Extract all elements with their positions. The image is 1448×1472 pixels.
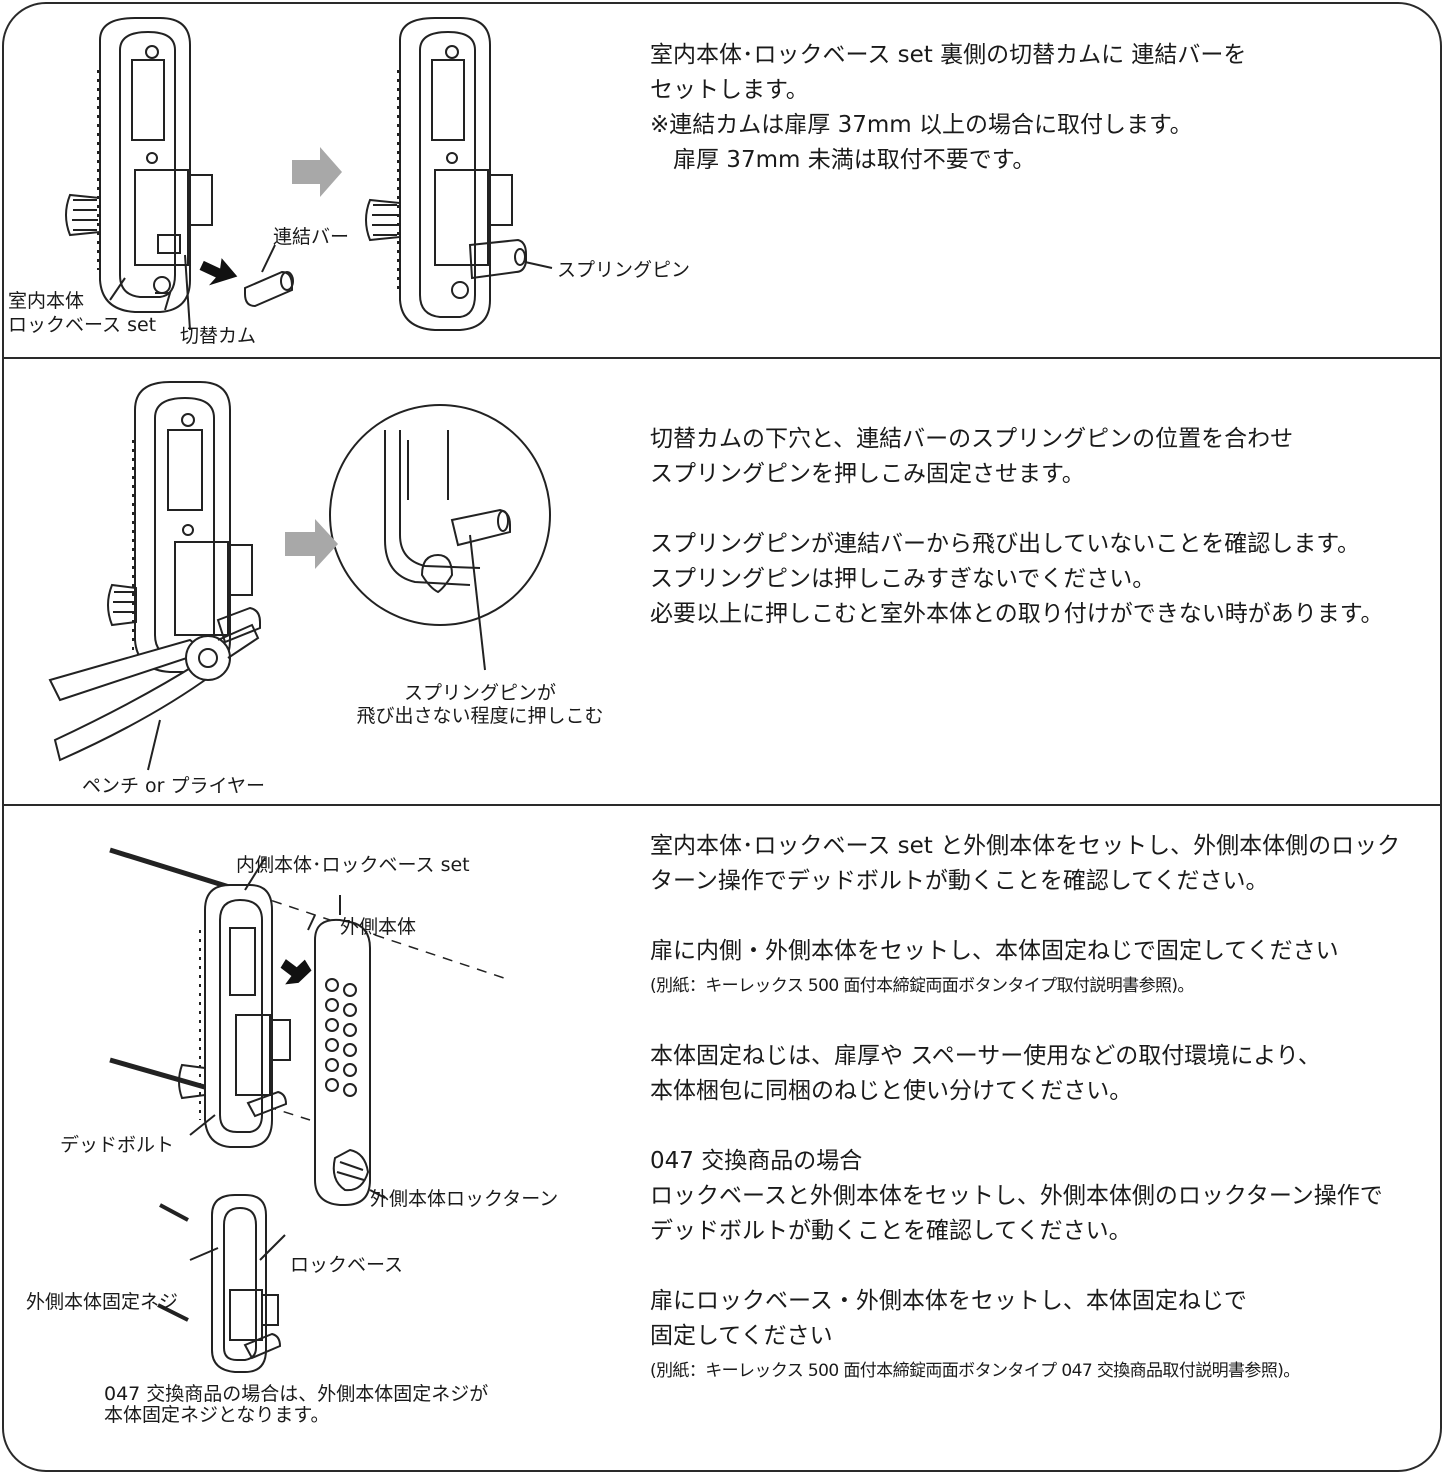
step1-illustration bbox=[65, 17, 553, 331]
step2-line: 切替カムの下穴と、連結バーのスプリングピンの位置を合わせ bbox=[650, 426, 1294, 452]
step1-line: 扉厚 37mm 未満は取付不要です。 bbox=[650, 147, 1036, 173]
step2-line: スプリングピンは押しこみすぎないでください。 bbox=[650, 566, 1156, 592]
label-inner-body: 室内本体 bbox=[8, 290, 85, 312]
label-switch-cam: 切替カム bbox=[180, 325, 257, 347]
step1-instructions: 室内本体･ロックベース set 裏側の切替カムに 連結バーを セットします。 ※… bbox=[650, 38, 1246, 178]
step3-instructions: 室内本体･ロックベース set と外側本体をセットし、外側本体側のロック ターン… bbox=[650, 829, 1400, 1389]
step1-line: 室内本体･ロックベース set 裏側の切替カムに 連結バーを bbox=[650, 42, 1247, 68]
step2-instructions: 切替カムの下穴と、連結バーのスプリングピンの位置を合わせ スプリングピンを押しこ… bbox=[650, 422, 1383, 632]
step3-illustration bbox=[109, 847, 511, 1373]
label-connecting-bar: 連結バー bbox=[273, 226, 350, 248]
label-outer-body: 外側本体 bbox=[340, 916, 417, 938]
label-lockbase: ロックベース bbox=[290, 1254, 404, 1276]
step3-line: 047 交換商品の場合 bbox=[650, 1148, 863, 1174]
step2-line: スプリングピンを押しこみ固定させます。 bbox=[650, 461, 1085, 487]
step2-illustration bbox=[48, 381, 551, 771]
label-detail-2: 飛び出さない程度に押しこむ bbox=[356, 705, 604, 727]
step3-line: 室内本体･ロックベース set と外側本体をセットし、外側本体側のロック bbox=[650, 833, 1401, 859]
step3-line: 扉に内側・外側本体をセットし、本体固定ねじで固定してください bbox=[650, 938, 1339, 964]
step3-line: 扉にロックベース・外側本体をセットし、本体固定ねじで bbox=[650, 1288, 1247, 1314]
label-inner-set: 内側本体･ロックベース set bbox=[236, 854, 470, 876]
label-deadbolt: デッドボルト bbox=[60, 1134, 175, 1156]
note-exchange-1: 047 交換商品の場合は、外側本体固定ネジが bbox=[104, 1383, 489, 1405]
step1-line: ※連結カムは扉厚 37mm 以上の場合に取付します。 bbox=[650, 112, 1193, 138]
step3-line: デッドボルトが動くことを確認してください。 bbox=[650, 1218, 1132, 1244]
step3-line: (別紙：キーレックス 500 面付本締錠両面ボタンタイプ 047 交換商品取付説… bbox=[650, 1361, 1300, 1381]
label-lockbase-set: ロックベース set bbox=[8, 314, 157, 336]
step3-line: 本体固定ねじは、扉厚や スペーサー使用などの取付環境により、 bbox=[650, 1043, 1321, 1069]
step2-line: スプリングピンが連結バーから飛び出していないことを確認します。 bbox=[650, 531, 1361, 557]
step2-line: 必要以上に押しこむと室外本体との取り付けができない時があります。 bbox=[650, 601, 1384, 627]
section-divider-1 bbox=[2, 357, 1442, 359]
step3-line: ターン操作でデッドボルトが動くことを確認してください。 bbox=[650, 868, 1269, 894]
label-pliers: ペンチ or プライヤー bbox=[82, 775, 265, 797]
step3-line: (別紙：キーレックス 500 面付本締錠両面ボタンタイプ取付説明書参照)。 bbox=[650, 976, 1194, 996]
step3-line: 固定してください bbox=[650, 1323, 833, 1349]
step3-line: 本体梱包に同梱のねじと使い分けてください。 bbox=[650, 1078, 1133, 1104]
section-divider-2 bbox=[2, 804, 1442, 806]
label-outer-screw: 外側本体固定ネジ bbox=[26, 1291, 179, 1313]
label-spring-pin: スプリングピン bbox=[557, 259, 691, 281]
note-exchange-2: 本体固定ネジとなります。 bbox=[104, 1404, 330, 1426]
label-detail-1: スプリングピンが bbox=[403, 682, 556, 704]
step3-line: ロックベースと外側本体をセットし、外側本体側のロックターン操作で bbox=[650, 1183, 1383, 1209]
step1-line: セットします。 bbox=[650, 77, 809, 103]
label-outer-lockturn: 外側本体ロックターン bbox=[370, 1188, 559, 1210]
